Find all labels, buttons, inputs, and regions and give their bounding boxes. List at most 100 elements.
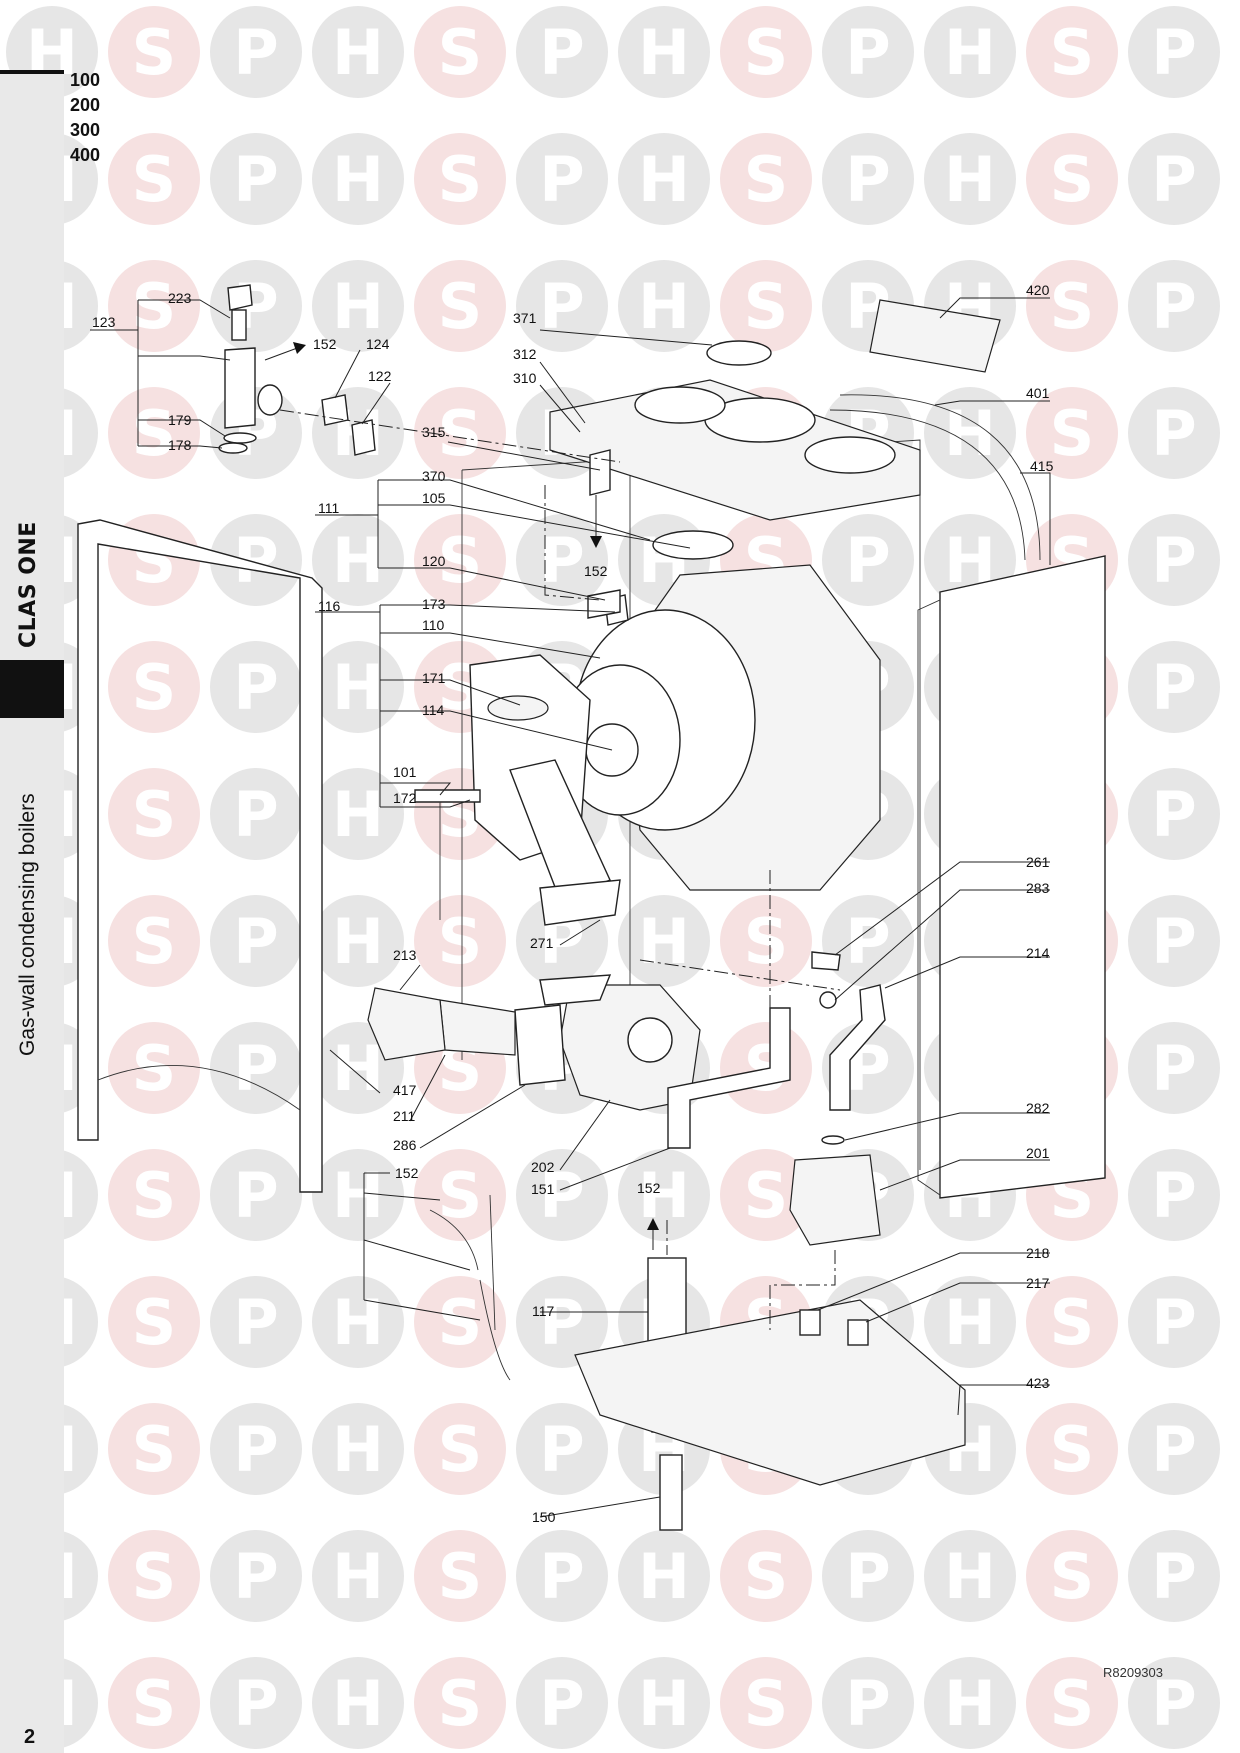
- page-number: 2: [24, 1726, 36, 1748]
- watermark-circle: [924, 1276, 1016, 1368]
- watermark-circle: [312, 1657, 404, 1749]
- watermark-circle: [210, 1530, 302, 1622]
- watermark-letter: P: [233, 778, 278, 851]
- watermark-circle: [822, 6, 914, 98]
- watermark-circle: [1128, 514, 1220, 606]
- left-panel-curve: [97, 1065, 301, 1111]
- watermark-letter: P: [539, 1540, 584, 1613]
- right-panel-edge: [917, 599, 941, 1196]
- watermark-letter: S: [438, 1286, 483, 1359]
- watermark-letter: P: [845, 524, 890, 597]
- watermark-circle: [720, 260, 812, 352]
- callout-261: 261: [1026, 854, 1050, 870]
- watermark-circle: [618, 133, 710, 225]
- watermark-letter: P: [233, 143, 278, 216]
- t-fitting-body: [224, 347, 256, 429]
- watermark-circle: [1128, 1403, 1220, 1495]
- part-shapes: [77, 284, 1106, 1531]
- watermark-circle: [822, 1657, 914, 1749]
- watermark-circle: [924, 133, 1016, 225]
- callout-420: 420: [1026, 282, 1050, 298]
- watermark-letter: S: [132, 1286, 177, 1359]
- watermark-letter: P: [1151, 270, 1196, 343]
- watermark-letter: P: [539, 524, 584, 597]
- insulation-slot: [487, 695, 549, 721]
- watermark-letter: P: [233, 1286, 278, 1359]
- watermark-circle: [312, 133, 404, 225]
- callout-124: 124: [366, 336, 390, 352]
- watermark-letter: H: [332, 16, 384, 89]
- exchanger-spigot: [652, 530, 734, 560]
- watermark-circle: [312, 1149, 404, 1241]
- watermark-circle: [108, 260, 200, 352]
- watermark-circle: [210, 6, 302, 98]
- watermark-circle: [1128, 1149, 1220, 1241]
- watermark-circle: [720, 1530, 812, 1622]
- watermark-letter: P: [1151, 1413, 1196, 1486]
- leader-lines: [90, 297, 1051, 1518]
- callout-315: 315: [422, 424, 446, 440]
- callout-371: 371: [513, 310, 537, 326]
- callout-283: 283: [1026, 880, 1050, 896]
- callout-111: 111: [318, 500, 339, 516]
- watermark-circle: [516, 1276, 608, 1368]
- callout-110: 110: [422, 617, 445, 633]
- watermark-circle: [516, 1403, 608, 1495]
- watermark-circle: [1026, 1530, 1118, 1622]
- watermark-circle: [1026, 1403, 1118, 1495]
- watermark-circle: [516, 260, 608, 352]
- sidebar-rule: [0, 70, 64, 74]
- watermark-circle: [414, 1149, 506, 1241]
- watermark-letter: H: [638, 1159, 690, 1232]
- watermark-circle: [210, 895, 302, 987]
- watermark-circle: [414, 133, 506, 225]
- venturi-tube: [439, 999, 516, 1056]
- watermark-circle: [1128, 641, 1220, 733]
- callout-213: 213: [393, 947, 417, 963]
- callout-310: 310: [513, 370, 537, 386]
- callout-401: 401: [1026, 385, 1050, 401]
- sensor-124: [321, 394, 349, 426]
- callout-223: 223: [168, 290, 192, 306]
- watermark-letter: H: [638, 1667, 690, 1740]
- watermark-circle: [108, 1657, 200, 1749]
- watermark-letter: P: [233, 1159, 278, 1232]
- watermark-circle: [312, 768, 404, 860]
- fan-outlet: [539, 974, 612, 1006]
- watermark-circle: [108, 1276, 200, 1368]
- watermark-circle: [108, 895, 200, 987]
- support-bar: [589, 449, 611, 496]
- watermark-letter: S: [132, 1667, 177, 1740]
- flue-port-left: [634, 386, 726, 424]
- watermark-letter: S: [744, 1159, 789, 1232]
- watermark-letter: P: [1151, 778, 1196, 851]
- watermark-letter: P: [845, 143, 890, 216]
- callout-214: 214: [1026, 945, 1050, 961]
- watermark-letter: H: [332, 1032, 384, 1105]
- hose-b: [489, 1194, 496, 1331]
- watermark-circle: [414, 387, 506, 479]
- watermark-circle: [210, 1657, 302, 1749]
- callout-150: 150: [532, 1509, 556, 1525]
- watermark-letter: P: [1151, 397, 1196, 470]
- callout-173: 173: [422, 596, 446, 612]
- watermark-letter: P: [1151, 651, 1196, 724]
- watermark-circle: [108, 1530, 200, 1622]
- watermark-circle: [1128, 387, 1220, 479]
- callout-105: 105: [422, 490, 446, 506]
- watermark-letter: S: [438, 1540, 483, 1613]
- watermark-circle: [414, 260, 506, 352]
- watermark-circle: [516, 1530, 608, 1622]
- fitting-218: [799, 1309, 821, 1336]
- watermark-circle: [108, 6, 200, 98]
- watermark-letter: P: [539, 143, 584, 216]
- watermark-letter: P: [539, 1159, 584, 1232]
- watermark-letter: H: [332, 143, 384, 216]
- watermark-circle: [108, 1403, 200, 1495]
- callout-423: 423: [1026, 1375, 1050, 1391]
- watermark-circle: [1026, 133, 1118, 225]
- model-100: 100: [70, 70, 101, 90]
- watermark-letter: S: [1050, 1413, 1095, 1486]
- watermark-circle: [414, 895, 506, 987]
- watermark-letter: S: [744, 270, 789, 343]
